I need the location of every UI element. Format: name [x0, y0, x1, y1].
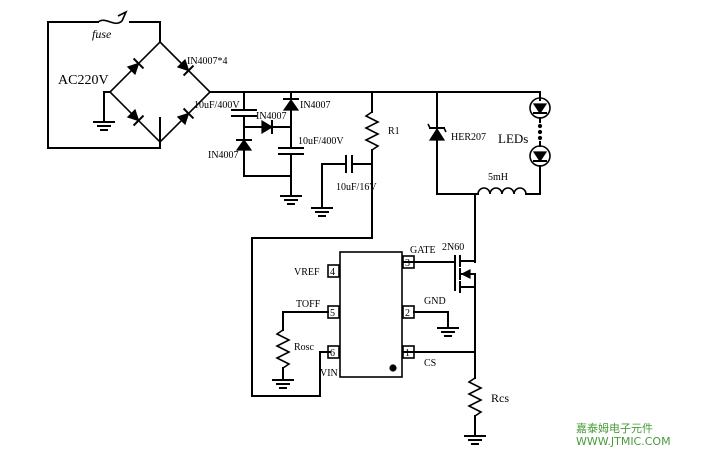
valley-fill-network: [231, 91, 304, 205]
leds-label: LEDs: [498, 131, 528, 146]
diode-mid-label: IN4007: [256, 111, 287, 122]
ac-input-loop: [47, 10, 161, 149]
dc-bus: [209, 91, 541, 101]
rcs-sense-resistor: [402, 351, 486, 445]
diode-top-label: IN4007: [300, 100, 331, 111]
pin-box-6: [327, 345, 340, 359]
pin-box-3: [402, 255, 415, 269]
pin-number-2: 2: [405, 308, 410, 319]
rcs-label: Rcs: [491, 391, 509, 405]
pin-name-cs: CS: [424, 358, 436, 369]
pin-name-toff: TOFF: [296, 299, 321, 310]
bridge-rectifier: [93, 40, 212, 144]
pin-name-gnd: GND: [424, 296, 446, 307]
pin-box-1: [402, 345, 415, 359]
pin-number-3: 3: [405, 258, 410, 269]
cap-right-label: 10uF/400V: [298, 136, 344, 147]
mosfet-2n60: [402, 255, 476, 353]
pin-name-vref: VREF: [294, 267, 320, 278]
diode-bot-label: IN4007: [208, 150, 239, 161]
pin-box-4: [327, 264, 340, 278]
pin-number-5: 5: [330, 308, 335, 319]
bridge-label: IN4007*4: [187, 56, 228, 67]
r1-vin-path: [251, 91, 380, 397]
rosc-label: Rosc: [294, 342, 315, 353]
driver-ic: [327, 251, 459, 378]
ac-source-label: AC220V: [58, 73, 109, 88]
pin-name-gate: GATE: [410, 245, 436, 256]
rosc-resistor: [272, 311, 329, 389]
inductor-label: 5mH: [488, 172, 508, 183]
watermark-chinese: 嘉泰姆电子元件: [576, 421, 653, 435]
pin-name-vin: VIN: [320, 368, 338, 379]
her207-label: HER207: [451, 132, 486, 143]
watermark-url: WWW.JTMIC.COM: [576, 435, 671, 448]
freewheel-led-path: [427, 91, 551, 263]
fuse-label: fuse: [92, 27, 112, 41]
pin-number-4: 4: [330, 267, 335, 278]
pin-number-1: 1: [405, 348, 410, 359]
cap-left-label: 10uF/400V: [194, 100, 240, 111]
cap-small-label: 10uF/16V: [336, 182, 377, 193]
mosfet-label: 2N60: [442, 242, 464, 253]
r1-label: R1: [388, 126, 400, 137]
pin-number-6: 6: [330, 348, 335, 359]
